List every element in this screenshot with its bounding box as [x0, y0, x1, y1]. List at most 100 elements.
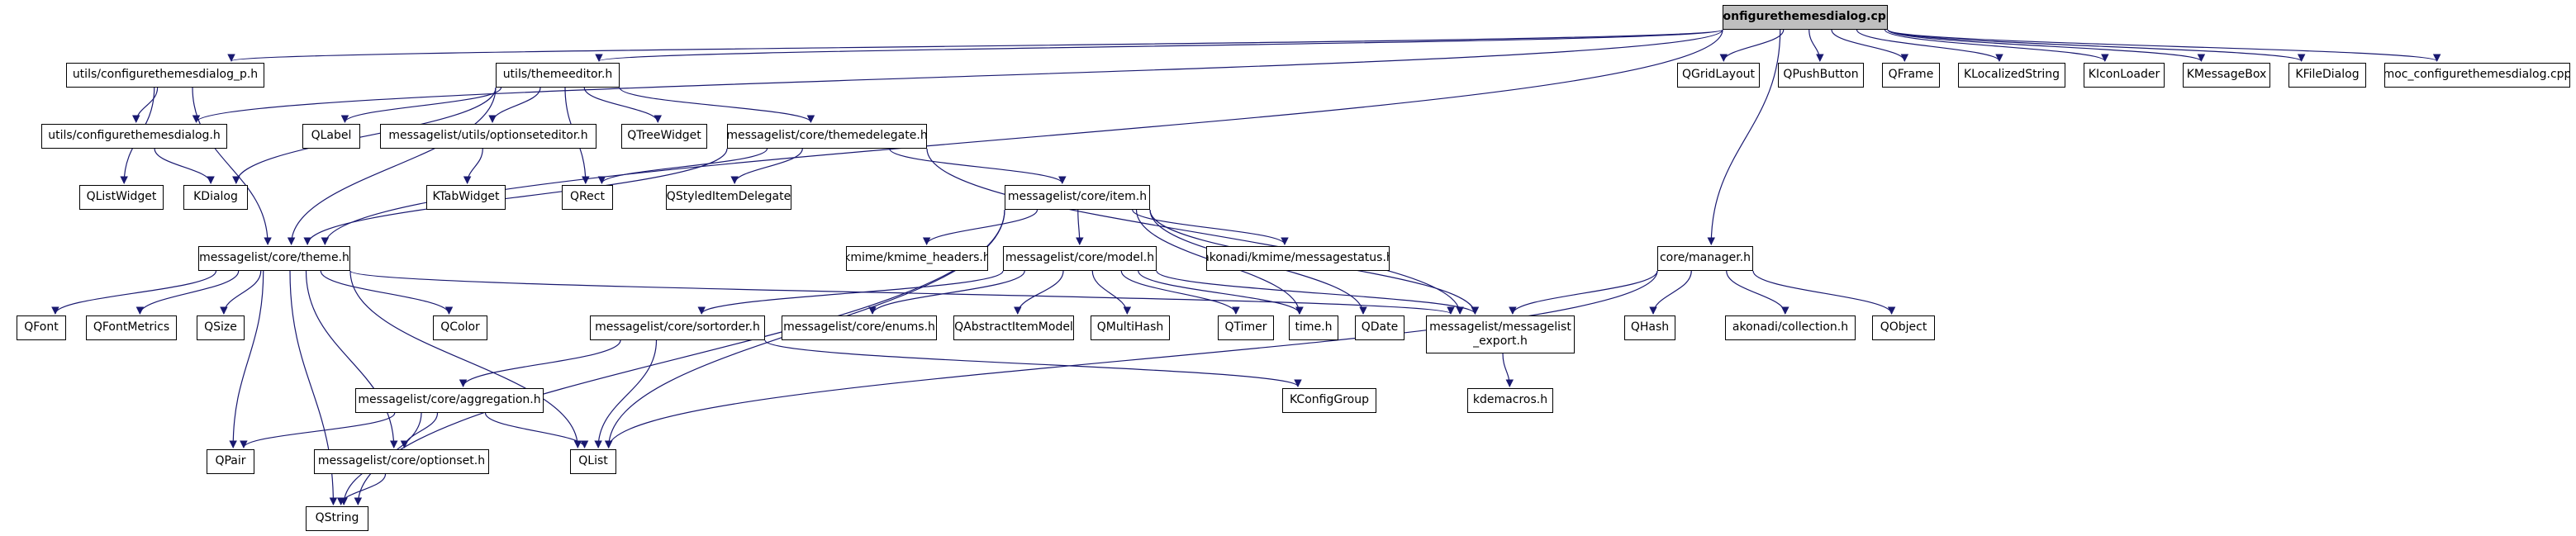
graph-node-kdemacros-h[interactable]: kdemacros.h	[1467, 388, 1553, 413]
include-edge-n1-n7	[1856, 29, 2003, 62]
include-edge-n27-n40	[1649, 270, 1692, 315]
graph-node-kmessagebox[interactable]: KMessageBox	[2183, 63, 2270, 88]
graph-node-kiconloader[interactable]: KIconLoader	[2084, 63, 2165, 88]
graph-node-kmime-kmime-headers-h[interactable]: kmime/kmime_headers.h	[846, 246, 988, 271]
include-edge-n43-n47	[400, 412, 439, 448]
include-edge-n1-n8	[1884, 29, 2109, 62]
include-edge-n3-n13	[340, 87, 502, 123]
include-edge-n1-n10	[1887, 29, 2306, 62]
graph-node-messagelist-core-optionset-h[interactable]: messagelist/core/optionset.h	[314, 449, 489, 474]
graph-node-core-manager-h[interactable]: core/manager.h	[1657, 246, 1753, 271]
include-edge-n2-n23	[192, 87, 272, 245]
include-edge-n16-n22	[889, 148, 1067, 184]
graph-node-qtimer[interactable]: QTimer	[1218, 315, 1274, 340]
include-edge-n1-n9	[1887, 29, 2205, 62]
graph-node-kfiledialog[interactable]: KFileDialog	[2288, 63, 2366, 88]
include-edge-n32-n43	[459, 339, 621, 387]
include-edge-n23-n46	[229, 270, 264, 448]
include-edge-n43-n46	[240, 412, 396, 448]
graph-node-klocalizedstring[interactable]: KLocalizedString	[1958, 63, 2065, 88]
graph-node-utils-configurethemesdialog-h[interactable]: utils/configurethemesdialog.h	[41, 124, 227, 149]
include-edge-n27-n42	[1752, 270, 1896, 315]
include-edge-n16-n21	[730, 148, 803, 184]
include-edge-n25-n37	[1138, 270, 1304, 315]
graph-node-qframe[interactable]: QFrame	[1882, 63, 1940, 88]
graph-node-messagelist-messagelist-export-h[interactable]: messagelist/messagelist _export.h	[1426, 315, 1575, 353]
graph-node-messagelist-utils-optionseteditor-h[interactable]: messagelist/utils/optionseteditor.h	[380, 124, 596, 149]
include-edge-n1-n11	[1887, 29, 2441, 62]
graph-node-akonadi-kmime-messagestatus-h[interactable]: akonadi/kmime/messagestatus.h	[1206, 246, 1390, 271]
include-edge-n1-n4	[1719, 29, 1785, 62]
graph-node-messagelist-core-model-h[interactable]: messagelist/core/model.h	[1003, 246, 1157, 271]
include-edge-n27-n39	[1509, 270, 1658, 315]
include-edge-n14-n19	[463, 148, 483, 184]
graph-node-qpair[interactable]: QPair	[207, 449, 254, 474]
include-edge-n16-n23	[303, 148, 728, 245]
graph-node-qgridlayout[interactable]: QGridLayout	[1677, 63, 1760, 88]
include-edge-n16-n20	[597, 148, 768, 184]
graph-node-utils-themeeditor-h[interactable]: utils/themeeditor.h	[496, 63, 620, 88]
graph-node-kdialog[interactable]: KDialog	[183, 185, 248, 210]
include-edge-n32-n48	[594, 339, 658, 448]
graph-node-messagelist-core-themedelegate-h[interactable]: messagelist/core/themedelegate.h	[727, 124, 927, 149]
include-edge-n1-n27	[1707, 29, 1781, 245]
include-edge-n3-n23	[287, 87, 497, 245]
include-edge-n3-n14	[488, 87, 541, 123]
include-edge-n22-n24	[922, 209, 1038, 245]
graph-node-qdate[interactable]: QDate	[1355, 315, 1404, 340]
graph-node-messagelist-core-sortorder-h[interactable]: messagelist/core/sortorder.h	[590, 315, 765, 340]
graph-node-qpushbutton[interactable]: QPushButton	[1778, 63, 1864, 88]
include-edge-n23-n39	[349, 270, 1455, 315]
include-edge-n22-n26	[1132, 209, 1289, 245]
graph-node-akonadi-collection-h[interactable]: akonadi/collection.h	[1725, 315, 1856, 340]
include-edge-n32-n44	[764, 339, 1302, 387]
graph-node-qfontmetrics[interactable]: QFontMetrics	[86, 315, 177, 340]
graph-node-qabstractitemmodel[interactable]: QAbstractItemModel	[953, 315, 1074, 340]
graph-node-qfont[interactable]: QFont	[17, 315, 66, 340]
graph-node-moc-configurethemesdialog-cpp[interactable]: moc_configurethemesdialog.cpp	[2384, 63, 2570, 88]
include-edge-n23-n30	[220, 270, 262, 315]
include-edge-n23-n28	[51, 270, 217, 315]
include-edge-n27-n41	[1726, 270, 1789, 315]
graph-node-messagelist-core-aggregation-h[interactable]: messagelist/core/aggregation.h	[355, 388, 544, 413]
graph-node-qstyleditemdelegate[interactable]: QStyledItemDelegate	[666, 185, 791, 210]
include-edge-n27-n48	[604, 270, 1658, 448]
include-edge-n23-n47	[305, 270, 398, 448]
include-edge-n47-n49	[336, 473, 387, 505]
include-edge-n2-n12	[131, 87, 159, 123]
include-edge-n23-n48	[349, 270, 582, 448]
graph-node-messagelist-core-item-h[interactable]: messagelist/core/item.h	[1005, 185, 1150, 210]
include-edge-n25-n34	[1014, 270, 1064, 315]
graph-node-qtreewidget[interactable]: QTreeWidget	[621, 124, 707, 149]
graph-node-qrect[interactable]: QRect	[562, 185, 613, 210]
include-edge-n25-n36	[1120, 270, 1240, 315]
include-edge-n25-n39	[1156, 270, 1480, 315]
graph-node-qobject[interactable]: QObject	[1872, 315, 1935, 340]
include-edge-n3-n16	[619, 87, 815, 123]
graph-node-qlist[interactable]: QList	[570, 449, 616, 474]
include-edge-n23-n31	[320, 270, 454, 315]
graph-node-configurethemesdialog-cpp[interactable]: configurethemesdialog.cpp	[1723, 5, 1888, 30]
graph-node-qhash[interactable]: QHash	[1624, 315, 1675, 340]
graph-node-qmultihash[interactable]: QMultiHash	[1091, 315, 1170, 340]
graph-node-qlistwidget[interactable]: QListWidget	[79, 185, 164, 210]
graph-node-messagelist-core-theme-h[interactable]: messagelist/core/theme.h	[198, 246, 350, 271]
graph-node-kconfiggroup[interactable]: KConfigGroup	[1282, 388, 1376, 413]
include-edge-n23-n29	[135, 270, 240, 315]
graph-node-ktabwidget[interactable]: KTabWidget	[426, 185, 506, 210]
include-edge-n1-n12	[192, 29, 1723, 123]
graph-node-qstring[interactable]: QString	[306, 506, 368, 531]
include-edge-n43-n48	[484, 412, 589, 448]
include-edge-n25-n33	[868, 270, 1025, 315]
graph-node-time-h[interactable]: time.h	[1289, 315, 1338, 340]
include-edge-n1-n23	[321, 29, 1723, 245]
graph-node-qsize[interactable]: QSize	[197, 315, 245, 340]
graph-node-messagelist-core-enums-h[interactable]: messagelist/core/enums.h	[782, 315, 937, 340]
include-edge-n16-n39	[926, 148, 1464, 315]
include-edge-n1-n3	[595, 29, 1723, 62]
graph-node-qlabel[interactable]: QLabel	[302, 124, 360, 149]
include-edge-n25-n35	[1091, 270, 1132, 315]
graph-node-qcolor[interactable]: QColor	[433, 315, 487, 340]
graph-node-utils-configurethemesdialog-p-h[interactable]: utils/configurethemesdialog_p.h	[66, 63, 264, 88]
